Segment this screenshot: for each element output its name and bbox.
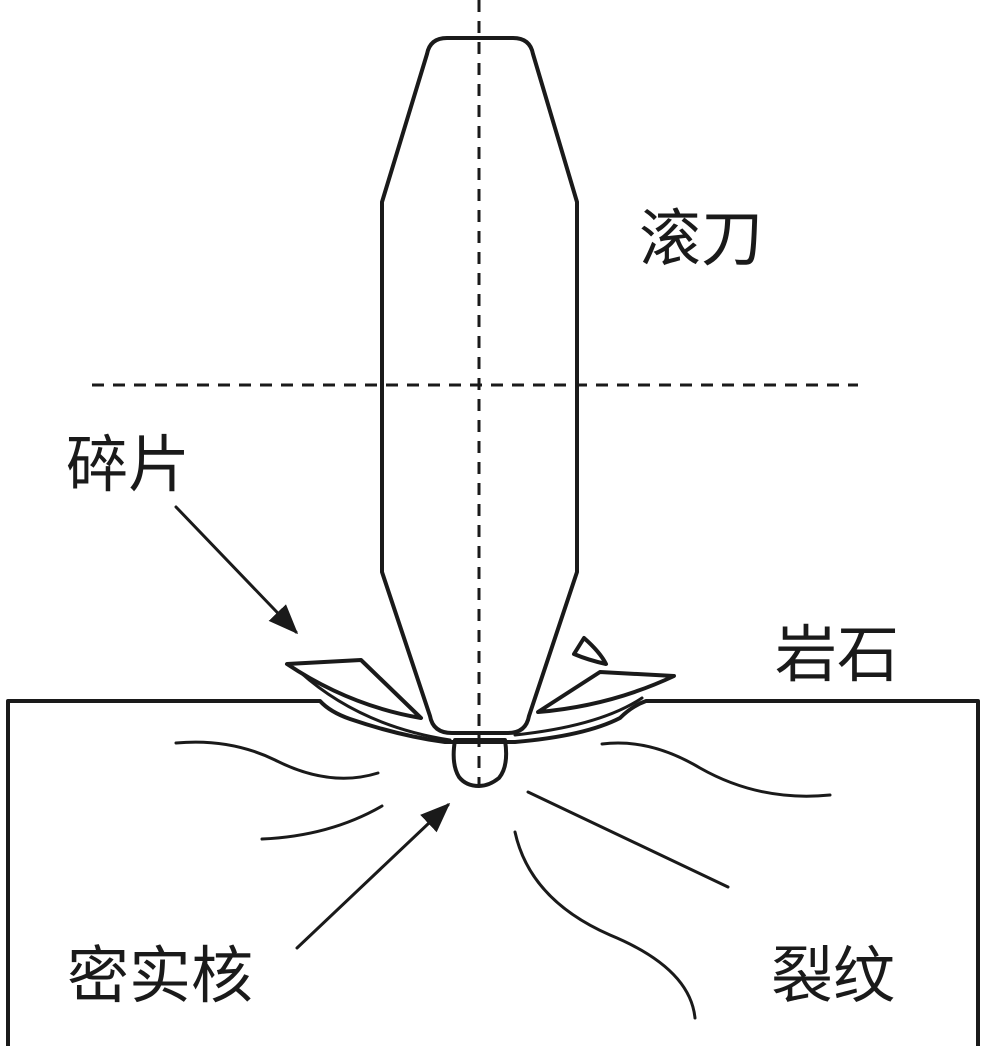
- crack-left-lower: [260, 804, 384, 841]
- chip-right: [536, 670, 676, 714]
- crack-left-upper: [174, 740, 380, 780]
- chips-label: 碎片: [66, 428, 190, 501]
- crushed-core-label: 密实核: [67, 939, 253, 1012]
- rock-label: 岩石: [775, 618, 899, 691]
- cutter-label: 滚刀: [639, 202, 763, 275]
- rock-block: [6, 699, 980, 1046]
- crack-right-diagonal: [526, 790, 730, 889]
- cracks-label: 裂纹: [771, 939, 895, 1012]
- chips-arrow: [174, 505, 299, 635]
- chip-right-underside: [513, 696, 644, 737]
- crack-right-upper: [600, 741, 832, 798]
- crack-right-lower: [513, 830, 697, 1020]
- chip-small-fragment: [572, 636, 608, 666]
- disc-cutter: [380, 36, 579, 735]
- chip-left-underside: [298, 670, 452, 742]
- crushed-core-arrow: [295, 802, 451, 950]
